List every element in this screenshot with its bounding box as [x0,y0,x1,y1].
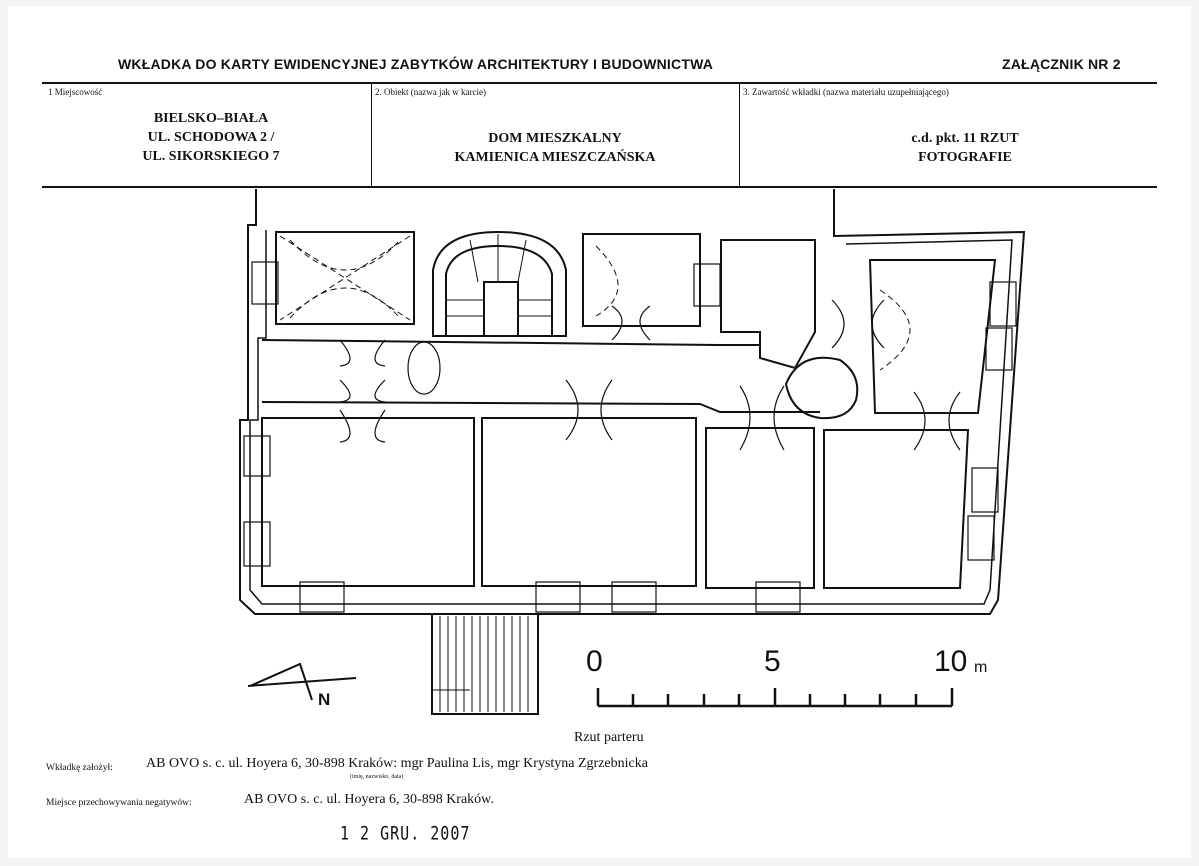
scale-label-10: 10 [934,645,968,678]
content-value: c.d. pkt. 11 RZUT FOTOGRAFIE [911,131,1019,165]
author-hint: (imię, nazwisko, data) [350,774,404,780]
north-label: N [318,690,331,709]
date-stamp: 1 2 GRU. 2007 [340,822,471,845]
storage-label: Miejsce przechowywania negatywów: [46,798,192,808]
content-label: 3. Zawartość wkładki (nazwa materiału uz… [743,87,949,97]
scale-unit: m [974,659,988,676]
attachment-number: ZAŁĄCZNIK NR 2 [1002,56,1121,72]
locality-label: 1 Miejscowość [48,87,103,97]
author-value: AB OVO s. c. ul. Hoyera 6, 30-898 Kraków… [146,756,648,771]
locality-value: BIELSKO–BIAŁA UL. SCHODOWA 2 / UL. SIKOR… [142,111,280,164]
document-title: WKŁADKA DO KARTY EWIDENCYJNEJ ZABYTKÓW A… [118,56,714,72]
table-divider [371,83,372,187]
author-label: Wkładkę założył: [46,763,113,773]
drawing-caption: Rzut parteru [574,730,644,745]
table-top-rule [42,82,1157,84]
object-label: 2. Obiekt (nazwa jak w karcie) [375,87,486,97]
document-sheet [8,6,1191,858]
scale-label-0: 0 [586,645,603,678]
scale-label-5: 5 [764,645,781,678]
storage-value: AB OVO s. c. ul. Hoyera 6, 30-898 Kraków… [244,792,494,807]
table-bottom-rule [42,186,1157,188]
table-divider [739,83,740,187]
object-value: DOM MIESZKALNY KAMIENICA MIESZCZAŃSKA [454,131,656,165]
